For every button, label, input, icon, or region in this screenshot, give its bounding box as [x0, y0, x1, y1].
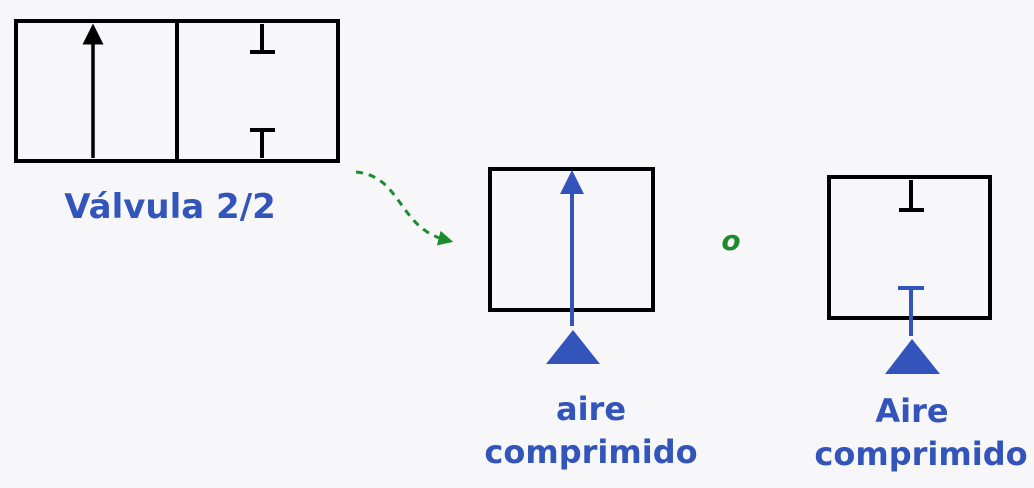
separator-label: o: [721, 224, 740, 257]
open-caption-line2: comprimido: [484, 433, 697, 471]
closed-caption-line1: Aire: [875, 392, 948, 430]
valve-name-label: Válvula 2/2: [64, 187, 276, 227]
triangle-up-icon: [546, 330, 600, 364]
open-position-box: [488, 167, 655, 364]
t-stop-icon: [250, 24, 275, 54]
valve-2-2-symbol: [14, 19, 340, 163]
closed-position-box: [827, 175, 992, 374]
t-stop-icon: [250, 128, 275, 158]
t-stop-icon: [899, 180, 924, 212]
triangle-up-icon: [885, 339, 940, 374]
dashed-curved-arrow-icon: [355, 170, 454, 246]
closed-caption-line2: comprimido: [814, 435, 1027, 473]
open-caption-line1: aire: [556, 390, 626, 428]
t-stop-icon: [898, 286, 924, 336]
